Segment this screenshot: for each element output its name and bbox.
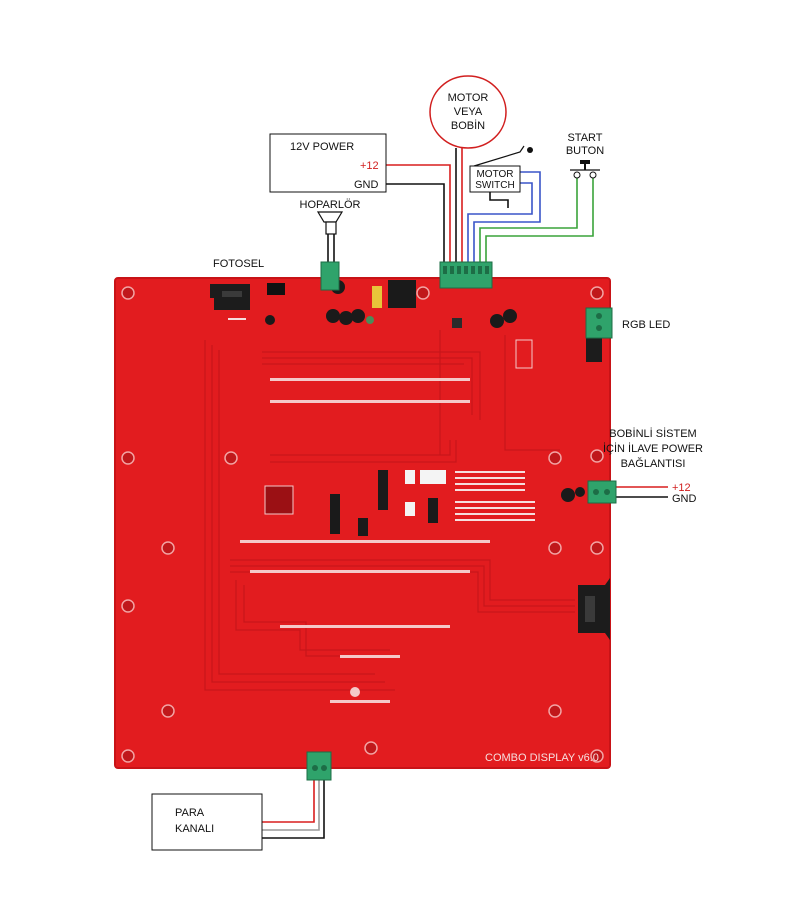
photocell-connector	[210, 284, 250, 310]
power-gnd: GND	[354, 179, 379, 191]
pcb-board: COMBO DISPLAY v6.0	[114, 277, 611, 769]
side-ribbon-connector	[578, 578, 610, 640]
coil-power-note: BOBİNLİ SİSTEM İÇİN İLAVE POWER BAĞLANTI…	[603, 427, 703, 505]
motor-coil: MOTOR VEYA BOBİN	[429, 75, 507, 149]
rgb-led-label: RGB LED	[622, 319, 670, 331]
led-pad-rows	[240, 378, 490, 703]
speaker-terminal	[320, 261, 340, 291]
start-button-line2: BUTON	[566, 145, 604, 157]
motor-switch: MOTOR SWITCH	[469, 145, 533, 193]
speaker-label: HOPARLÖR	[300, 199, 361, 211]
motor-switch-line2: SWITCH	[475, 180, 514, 191]
coin-channel-line1: PARA	[175, 807, 205, 819]
motor-coil-line3: BOBİN	[451, 119, 485, 132]
coil-power-line3: BAĞLANTISI	[621, 457, 686, 470]
coin-channel-box: PARA KANALI	[151, 793, 263, 851]
extra-power-terminal	[587, 480, 617, 504]
power-plus12: +12	[360, 160, 379, 172]
speaker: HOPARLÖR	[300, 199, 361, 235]
motor-coil-line2: VEYA	[454, 106, 483, 118]
board-name: COMBO DISPLAY v6.0	[485, 752, 599, 764]
rgb-header	[586, 338, 602, 362]
motor-switch-line1: MOTOR	[476, 169, 513, 180]
components	[264, 280, 585, 697]
main-terminal-block	[439, 261, 493, 289]
coin-channel-line2: KANALI	[175, 823, 214, 835]
start-button-line1: START	[567, 132, 602, 144]
photocell-label: FOTOSEL	[213, 258, 264, 270]
power-box-title: 12V POWER	[290, 141, 354, 153]
coil-power-gnd: GND	[672, 493, 697, 505]
pcb-traces	[204, 330, 575, 691]
motor-coil-line1: MOTOR	[448, 92, 489, 104]
silkscreen-notes	[228, 318, 535, 521]
wires	[262, 148, 668, 839]
coil-power-line1: BOBİNLİ SİSTEM	[609, 427, 696, 440]
coil-power-line2: İÇİN İLAVE POWER	[603, 442, 703, 455]
rgb-terminal	[585, 307, 613, 339]
power-supply-box: 12V POWER +12 GND	[269, 133, 387, 193]
coin-terminal	[306, 751, 332, 781]
start-button: START BUTON	[566, 132, 604, 179]
mounting-holes	[121, 286, 604, 763]
coil-power-plus12: +12	[672, 482, 691, 494]
